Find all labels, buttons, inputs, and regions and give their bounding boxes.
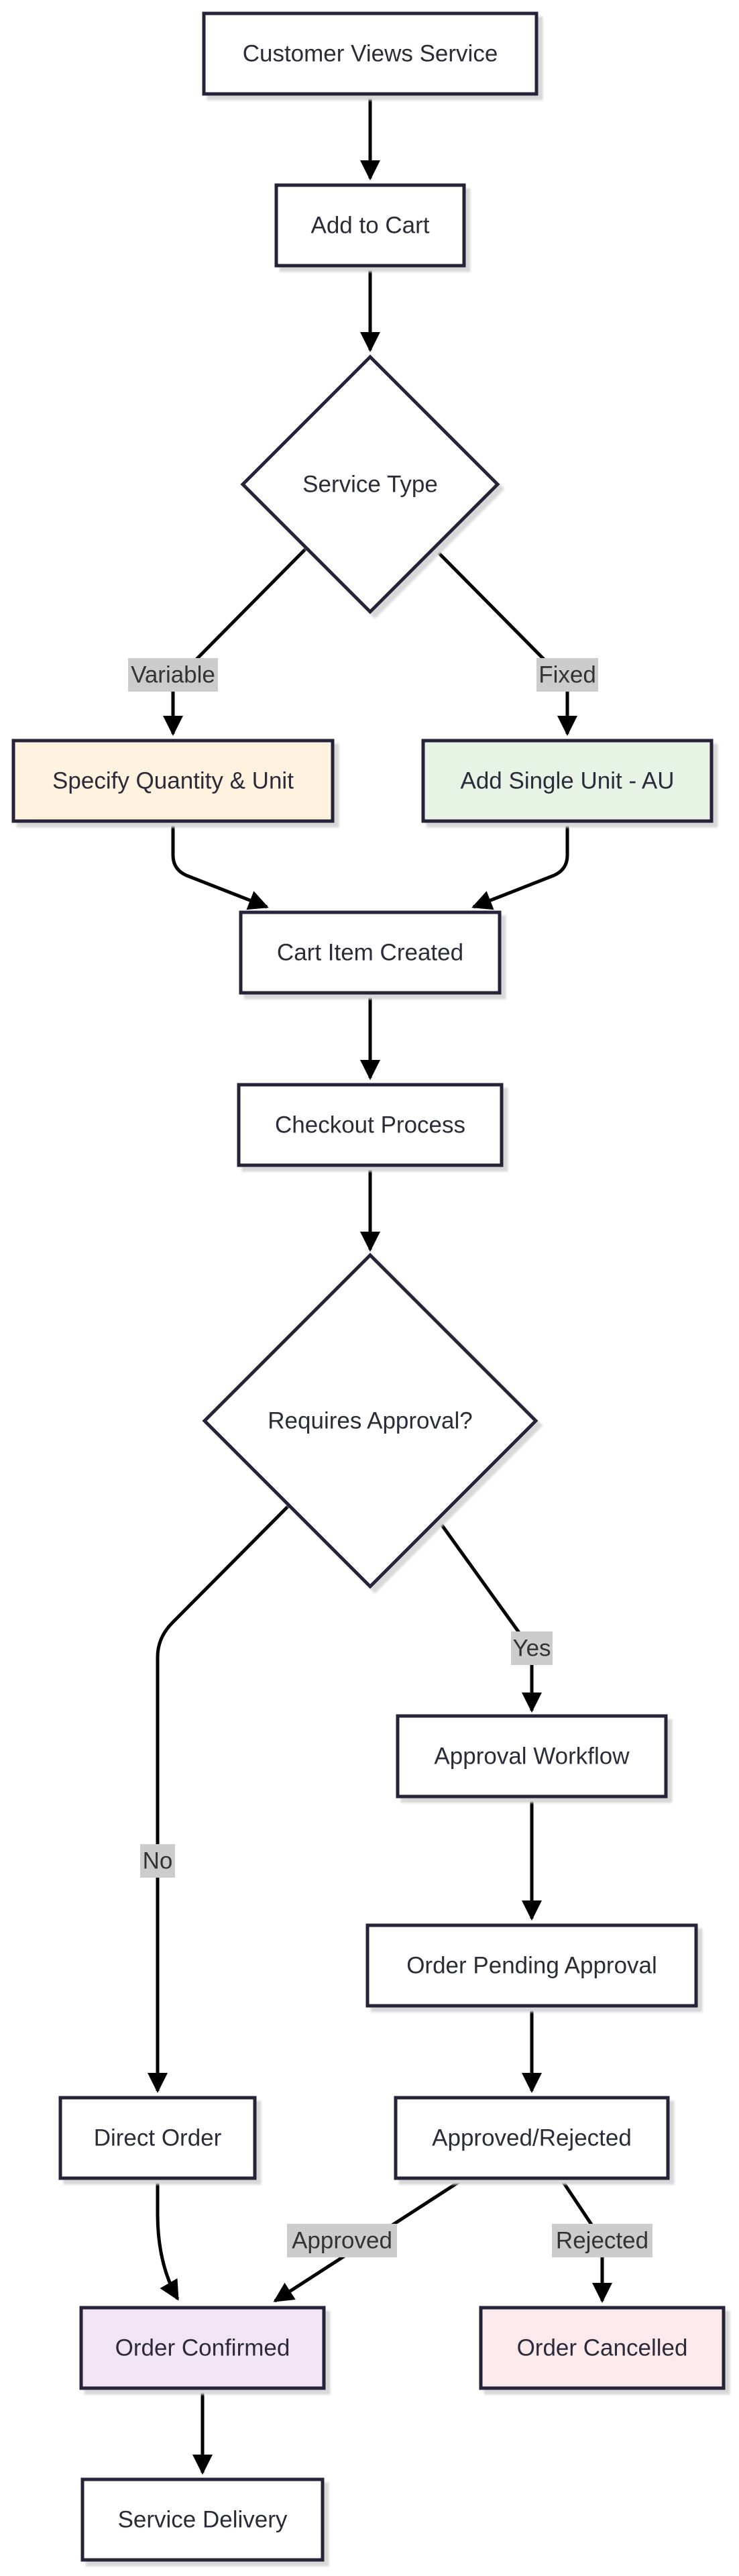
node-label: Specify Quantity & Unit bbox=[52, 768, 294, 794]
node-requires-approval: Requires Approval? bbox=[202, 1252, 538, 1589]
edge-label-background bbox=[511, 1631, 553, 1665]
node-add-to-cart: Add to Cart bbox=[274, 183, 466, 268]
edge-requires_approval-to-approval_workflow bbox=[437, 1520, 542, 1713]
edge-label-fixed: Fixed bbox=[536, 658, 598, 692]
edge-service_type-to-specify_quantity bbox=[163, 547, 307, 736]
node-checkout-process: Checkout Process bbox=[237, 1083, 504, 1167]
decision-diamond bbox=[240, 354, 500, 614]
decision-diamond bbox=[202, 1252, 538, 1589]
node-label: Service Type bbox=[302, 472, 438, 498]
process-box bbox=[237, 1083, 504, 1167]
node-add-single-unit: Add Single Unit - AU bbox=[421, 739, 714, 823]
edge-label-background bbox=[287, 2224, 397, 2257]
edge-label-rejected: Rejected bbox=[552, 2224, 652, 2257]
edge-label-background bbox=[552, 2224, 652, 2257]
node-service-type: Service Type bbox=[240, 354, 500, 614]
process-box bbox=[365, 1923, 698, 2008]
node-label: Requires Approval? bbox=[268, 1408, 472, 1434]
node-label: Order Cancelled bbox=[517, 2335, 688, 2361]
edge-service_type-to-add_single_unit bbox=[433, 547, 577, 736]
edge-label-text: No bbox=[143, 1848, 173, 1874]
node-service-delivery: Service Delivery bbox=[80, 2477, 325, 2562]
edge-label-approved: Approved bbox=[287, 2224, 397, 2257]
node-order-confirmed: Order Confirmed bbox=[79, 2306, 326, 2390]
process-box bbox=[396, 1714, 668, 1799]
process-box bbox=[239, 910, 502, 995]
node-approval-workflow: Approval Workflow bbox=[396, 1714, 668, 1799]
node-order-pending: Order Pending Approval bbox=[365, 1923, 698, 2008]
process-box bbox=[394, 2096, 670, 2180]
process-box bbox=[79, 2306, 326, 2390]
edge-label-text: Approved bbox=[292, 2228, 392, 2254]
node-label: Service Delivery bbox=[118, 2507, 288, 2533]
node-customer-views: Customer Views Service bbox=[202, 11, 538, 96]
process-box bbox=[11, 739, 335, 823]
node-label: Approval Workflow bbox=[434, 1743, 630, 1770]
node-label: Customer Views Service bbox=[243, 41, 498, 67]
process-box bbox=[479, 2306, 726, 2390]
process-box bbox=[421, 739, 714, 823]
edge-requires_approval-to-direct_order bbox=[148, 1505, 290, 2093]
edge-specify_quantity-to-cart_item_created bbox=[171, 821, 269, 910]
edge-label-background bbox=[128, 658, 218, 692]
edge-label-yes: Yes bbox=[511, 1631, 553, 1665]
node-label: Checkout Process bbox=[275, 1112, 465, 1138]
node-label: Direct Order bbox=[94, 2125, 222, 2151]
edge-label-background bbox=[536, 658, 598, 692]
node-label: Order Pending Approval bbox=[406, 1953, 657, 1979]
node-label: Cart Item Created bbox=[277, 940, 463, 966]
process-box bbox=[202, 11, 538, 96]
node-direct-order: Direct Order bbox=[58, 2096, 257, 2180]
process-box bbox=[58, 2096, 257, 2180]
edge-label-no: No bbox=[140, 1844, 175, 1878]
process-box bbox=[80, 2477, 325, 2562]
process-box bbox=[274, 183, 466, 268]
edge-add_single_unit-to-cart_item_created bbox=[471, 821, 569, 910]
node-specify-quantity: Specify Quantity & Unit bbox=[11, 739, 335, 823]
edge-label-text: Rejected bbox=[556, 2228, 648, 2254]
node-label: Add Single Unit - AU bbox=[460, 768, 674, 794]
edge-label-background bbox=[140, 1844, 175, 1878]
edge-label-text: Yes bbox=[512, 1635, 551, 1662]
node-order-cancelled: Order Cancelled bbox=[479, 2306, 726, 2390]
node-cart-item-created: Cart Item Created bbox=[239, 910, 502, 995]
edge-label-text: Variable bbox=[131, 662, 215, 688]
node-approved-rejected: Approved/Rejected bbox=[394, 2096, 670, 2180]
node-label: Order Confirmed bbox=[115, 2335, 290, 2361]
node-label: Approved/Rejected bbox=[432, 2125, 632, 2151]
node-label: Add to Cart bbox=[310, 213, 429, 239]
edge-direct_order-to-order_confirmed bbox=[156, 2178, 180, 2301]
edge-label-text: Fixed bbox=[538, 662, 596, 688]
edge-label-variable: Variable bbox=[128, 658, 218, 692]
